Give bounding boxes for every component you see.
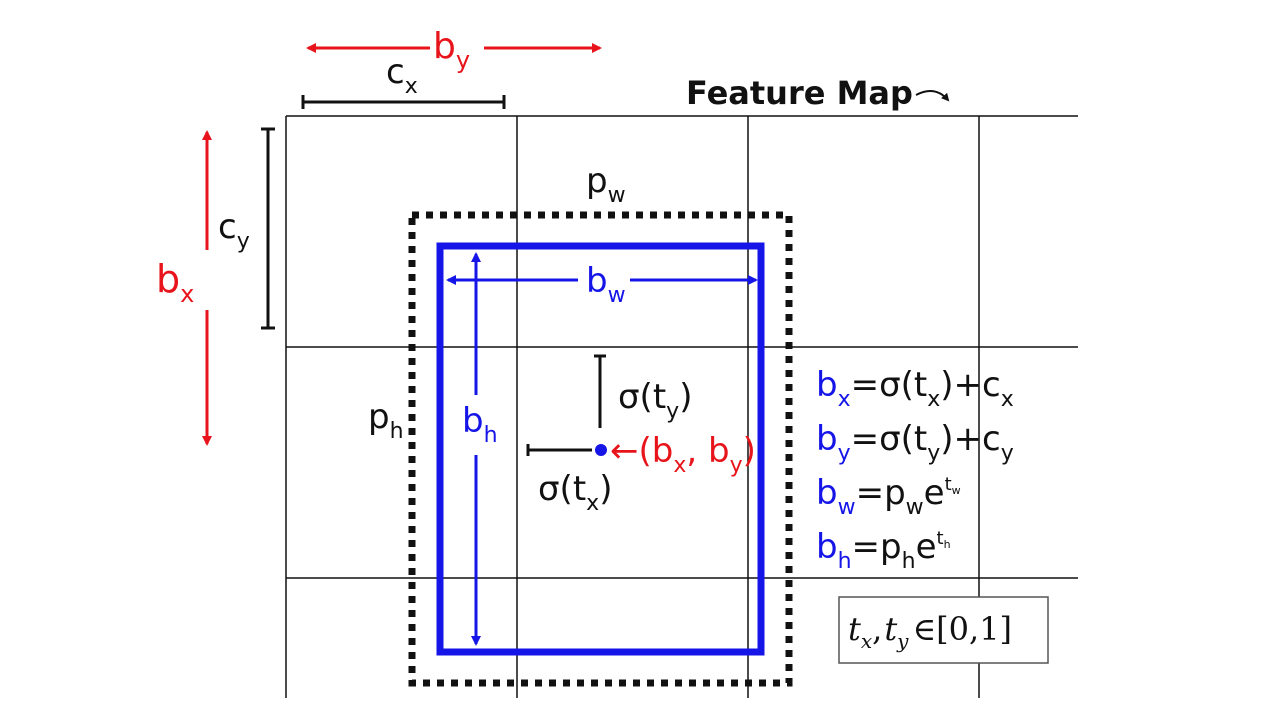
equation-bx: bx=σ(tx)+cx [816,365,1014,412]
center-point [595,444,607,456]
equation-by: by=σ(ty)+cy [816,419,1014,466]
prior-box-dotted [408,211,793,687]
sigma-ty-bracket [594,354,606,428]
constraint-box [838,596,1049,664]
predicted-box [436,242,765,656]
bx-label: bx [156,257,194,308]
cx-label: cx [386,52,418,99]
equations: bx=σ(tx)+cx by=σ(ty)+cy bw=pwetw bh=phet… [816,365,1014,574]
constraint-text: tx,ty∈[0,1] [848,610,1012,653]
cy-bracket [261,127,275,330]
ph-label: ph [368,397,404,444]
by-label: by [433,26,470,74]
bh-label: bh [462,401,498,448]
pw-label: pw [586,161,626,208]
equation-bw: bw=pwetw [816,473,961,520]
cy-label: cy [218,207,250,254]
sigma-ty-label: σ(ty) [618,377,692,424]
cx-bracket [301,95,506,109]
center-label: ←(bx, by) [610,431,756,478]
bw-label: bw [586,261,626,308]
sigma-tx-label: σ(tx) [538,469,612,516]
feature-map-title: Feature Map [686,74,913,112]
equation-bh: bh=pheth [816,527,951,574]
feature-map-pointer-arrow [915,90,950,102]
sigma-tx-bracket [526,444,592,456]
